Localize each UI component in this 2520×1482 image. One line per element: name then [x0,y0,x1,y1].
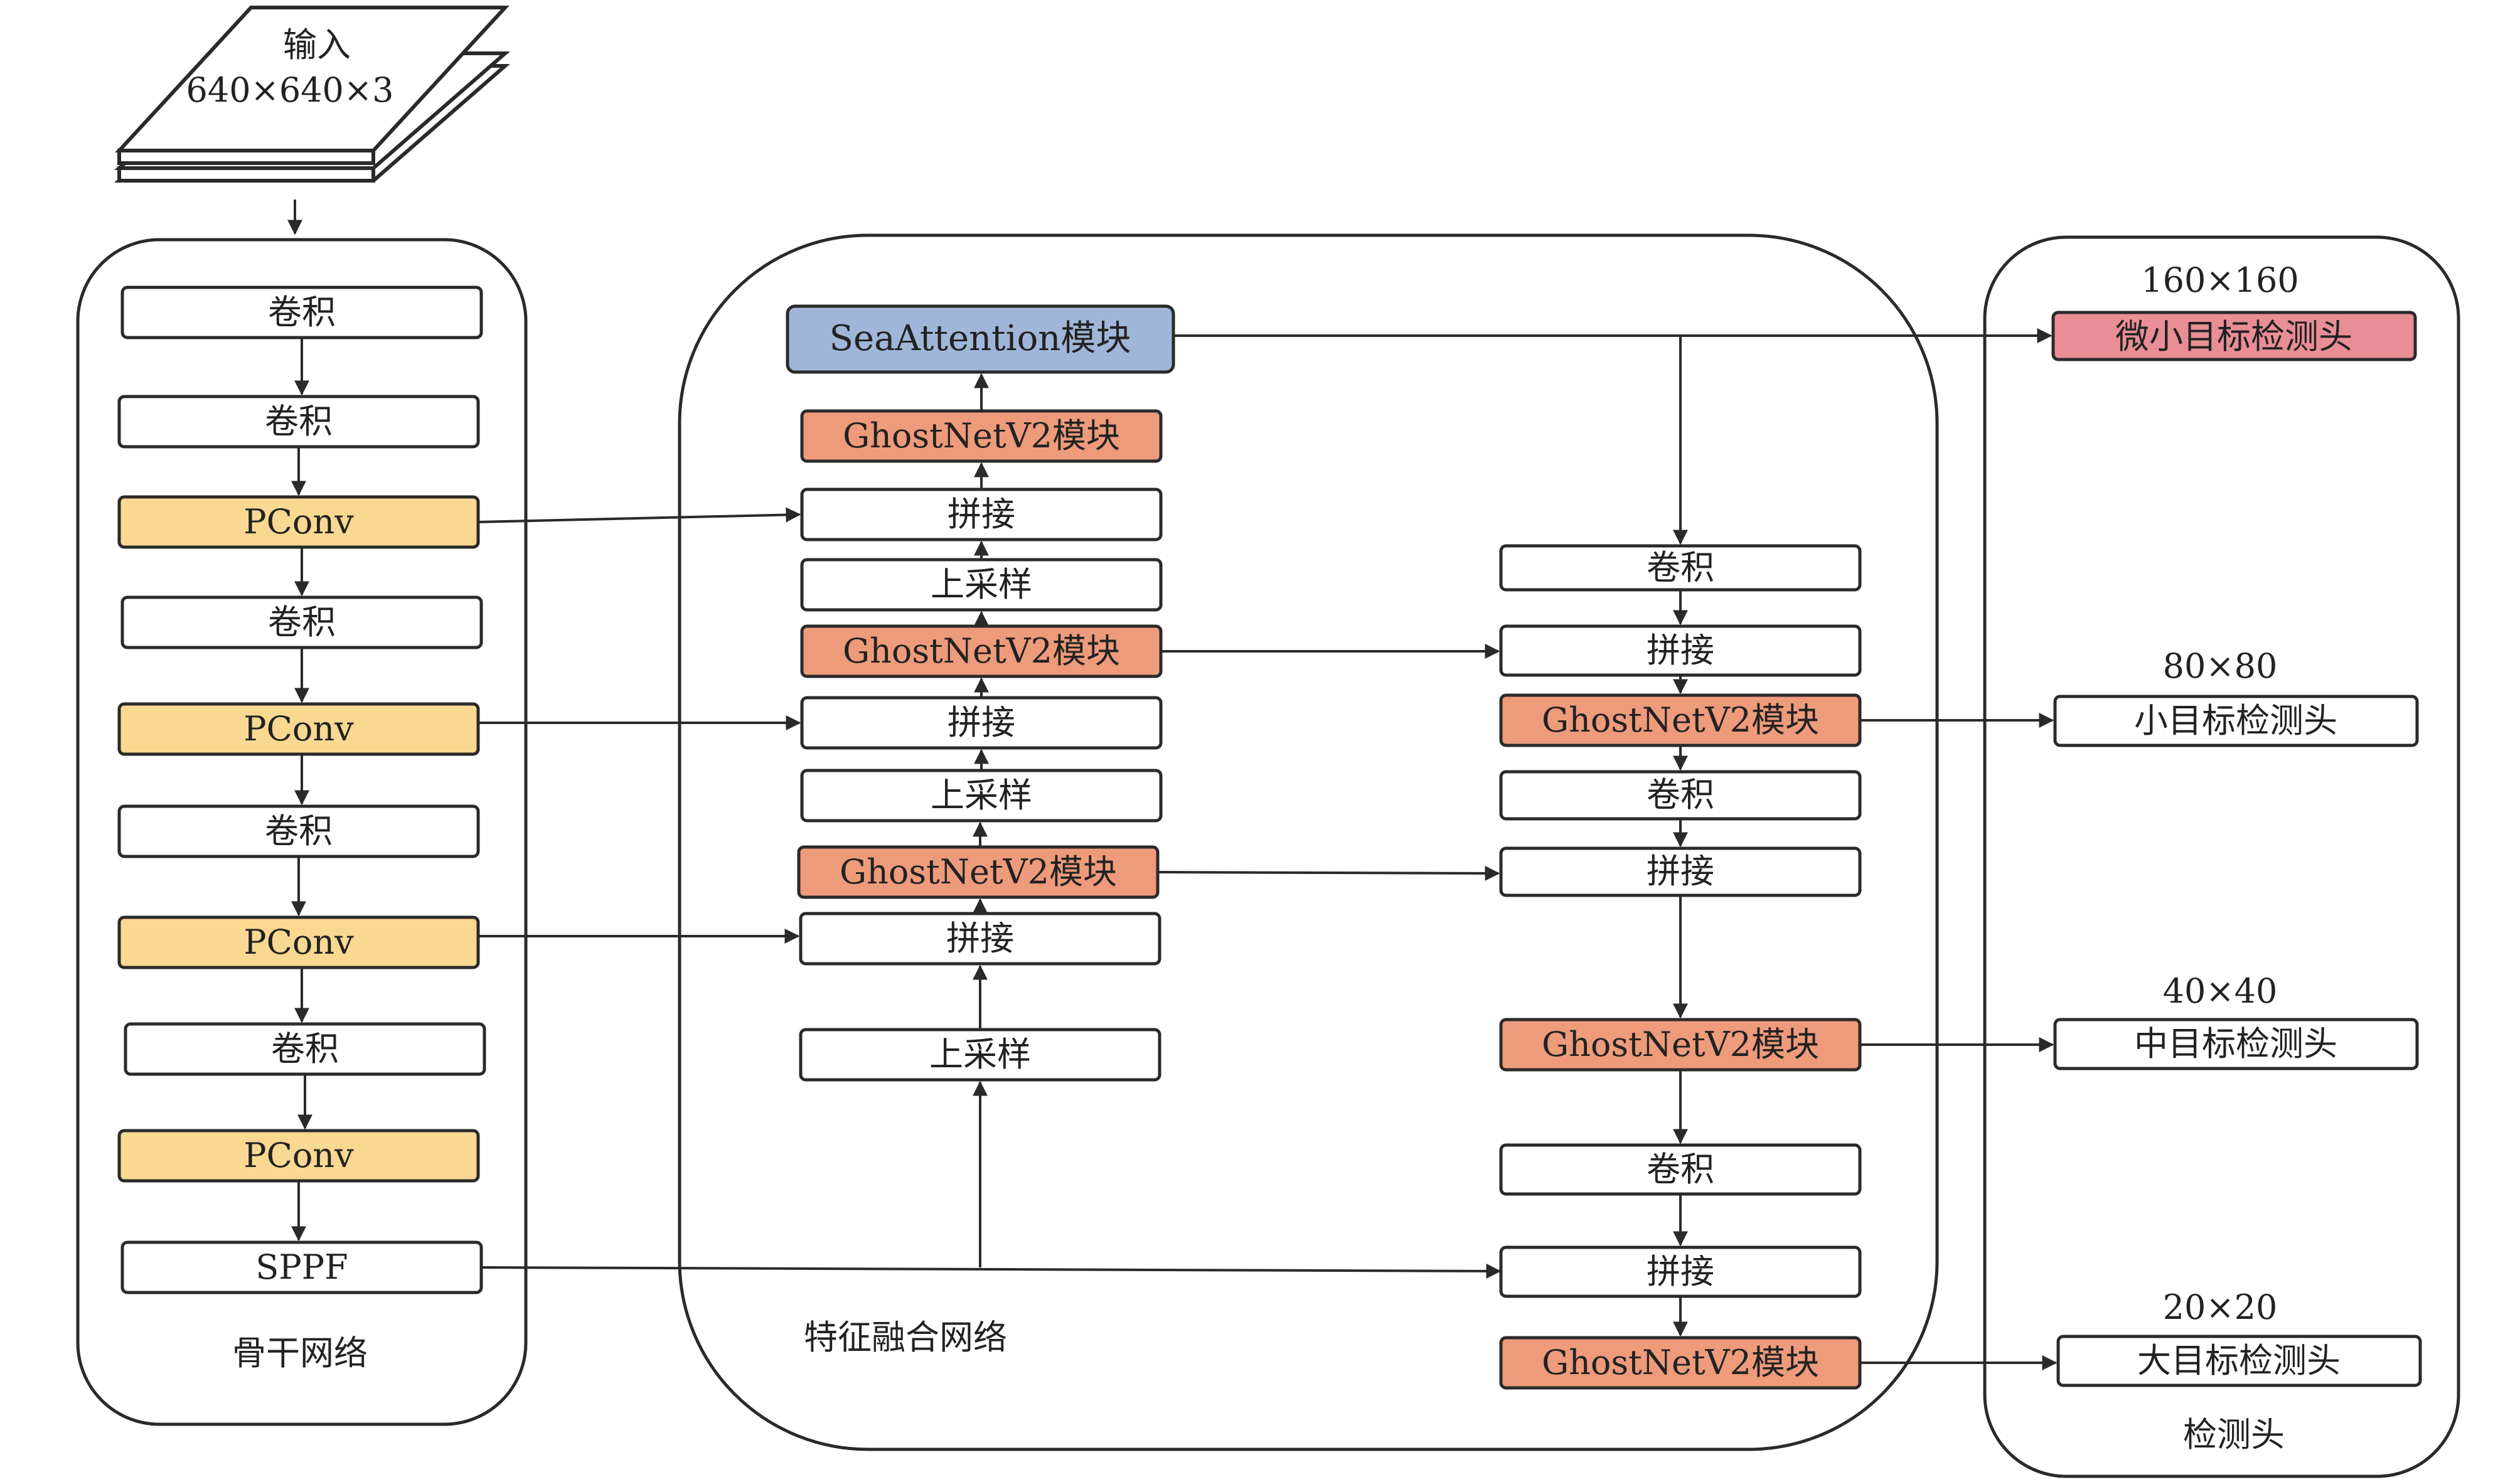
neck-down-concat-3-label: 拼接 [1647,1252,1714,1291]
neck-up-upsample-2-label: 上采样 [931,776,1032,815]
neck-down-ghost-2-label: GhostNetV2模块 [1542,1025,1819,1064]
neck-down-arrows [1157,336,1688,1337]
backbone-pconv-4-label: PConv [243,1136,354,1175]
backbone-pconv-2 [117,702,480,756]
head-medium [2053,1018,2419,1070]
neck-panel-label: 特征融合网络 [804,1318,1007,1357]
head-medium-label: 中目标检测头 [2134,1024,2337,1064]
neck-down-concat-1-label: 拼接 [1647,631,1714,670]
head-panel [1983,235,2460,1478]
neck-down-column: 卷积 拼接 GhostNetV2模块 卷积 拼接 GhostNetV2模块 卷积… [1499,544,1862,1390]
head-medium-size: 40×40 [2163,971,2278,1011]
input-shape: 640×640×3 [186,70,394,110]
neck-up-upsample-1-label: 上采样 [931,565,1032,604]
backbone-pconv-2-label: PConv [243,709,354,749]
head-small [2053,695,2419,747]
head-small-size: 80×80 [2163,646,2278,686]
head-tiny [2051,311,2417,361]
neck-down-conv-2-label: 卷积 [1647,775,1714,814]
neck-up-concat-1-label: 拼接 [948,494,1015,534]
head-tiny-size: 160×160 [2141,260,2298,300]
backbone-sppf-label: SPPF [255,1247,348,1287]
backbone-conv-4-label: 卷积 [265,811,333,851]
neck-down-conv-3-label: 卷积 [1647,1149,1714,1189]
neck-up-upsample-3-label: 上采样 [929,1035,1031,1074]
input-tensor-stack: 输入 640×640×3 [114,6,511,183]
backbone-column: 卷积 卷积 PConv 卷积 PConv 卷积 PConv 卷积 PConv S… [117,285,486,1294]
neck-panel [678,233,1939,1451]
neck-up-ghost-3-label: GhostNetV2模块 [840,852,1117,892]
backbone-conv-2-label: 卷积 [265,402,333,441]
detection-heads: 160×160 微小目标检测头 80×80 小目标检测头 40×40 中目标检测… [2051,260,2422,1387]
backbone-pconv-1-label: PConv [243,502,354,541]
neck-sea-attention-label: SeaAttention模块 [830,318,1131,359]
head-panel-label: 检测头 [2183,1415,2285,1454]
neck-down-ghost-1-label: GhostNetV2模块 [1542,700,1819,740]
neck-down-concat-2-label: 拼接 [1647,851,1714,891]
backbone-conv-1-label: 卷积 [268,292,336,332]
neck-up-column: SeaAttention模块 GhostNetV2模块 拼接 上采样 Ghost… [786,304,1175,1082]
head-small-label: 小目标检测头 [2134,701,2337,740]
backbone-panel [76,238,528,1426]
head-large-label: 大目标检测头 [2137,1341,2341,1380]
backbone-conv-3-label: 卷积 [268,602,336,642]
neck-up-arrows [973,373,989,1267]
neck-up-ghost-2-label: GhostNetV2模块 [843,631,1120,671]
neck-up-concat-3-label: 拼接 [946,919,1014,958]
neck-to-head-arrows [1173,328,2058,1370]
backbone-pconv-3-label: PConv [243,922,354,962]
backbone-panel-label: 骨干网络 [232,1333,368,1373]
neck-up-ghost-1-label: GhostNetV2模块 [843,416,1120,456]
input-title: 输入 [283,25,351,65]
neck-down-ghost-3-label: GhostNetV2模块 [1542,1343,1819,1382]
backbone-pconv-3 [117,915,480,969]
neck-up-concat-2-label: 拼接 [948,703,1015,742]
head-large [2056,1335,2422,1387]
backbone-arrows [291,338,312,1242]
head-large-size: 20×20 [2163,1287,2278,1327]
head-tiny-label: 微小目标检测头 [2115,317,2352,356]
neck-sea-attention [786,304,1175,374]
backbone-to-neck-arrows [478,507,1502,1279]
backbone-conv-5-label: 卷积 [271,1029,339,1069]
neck-down-conv-1-label: 卷积 [1647,548,1714,587]
